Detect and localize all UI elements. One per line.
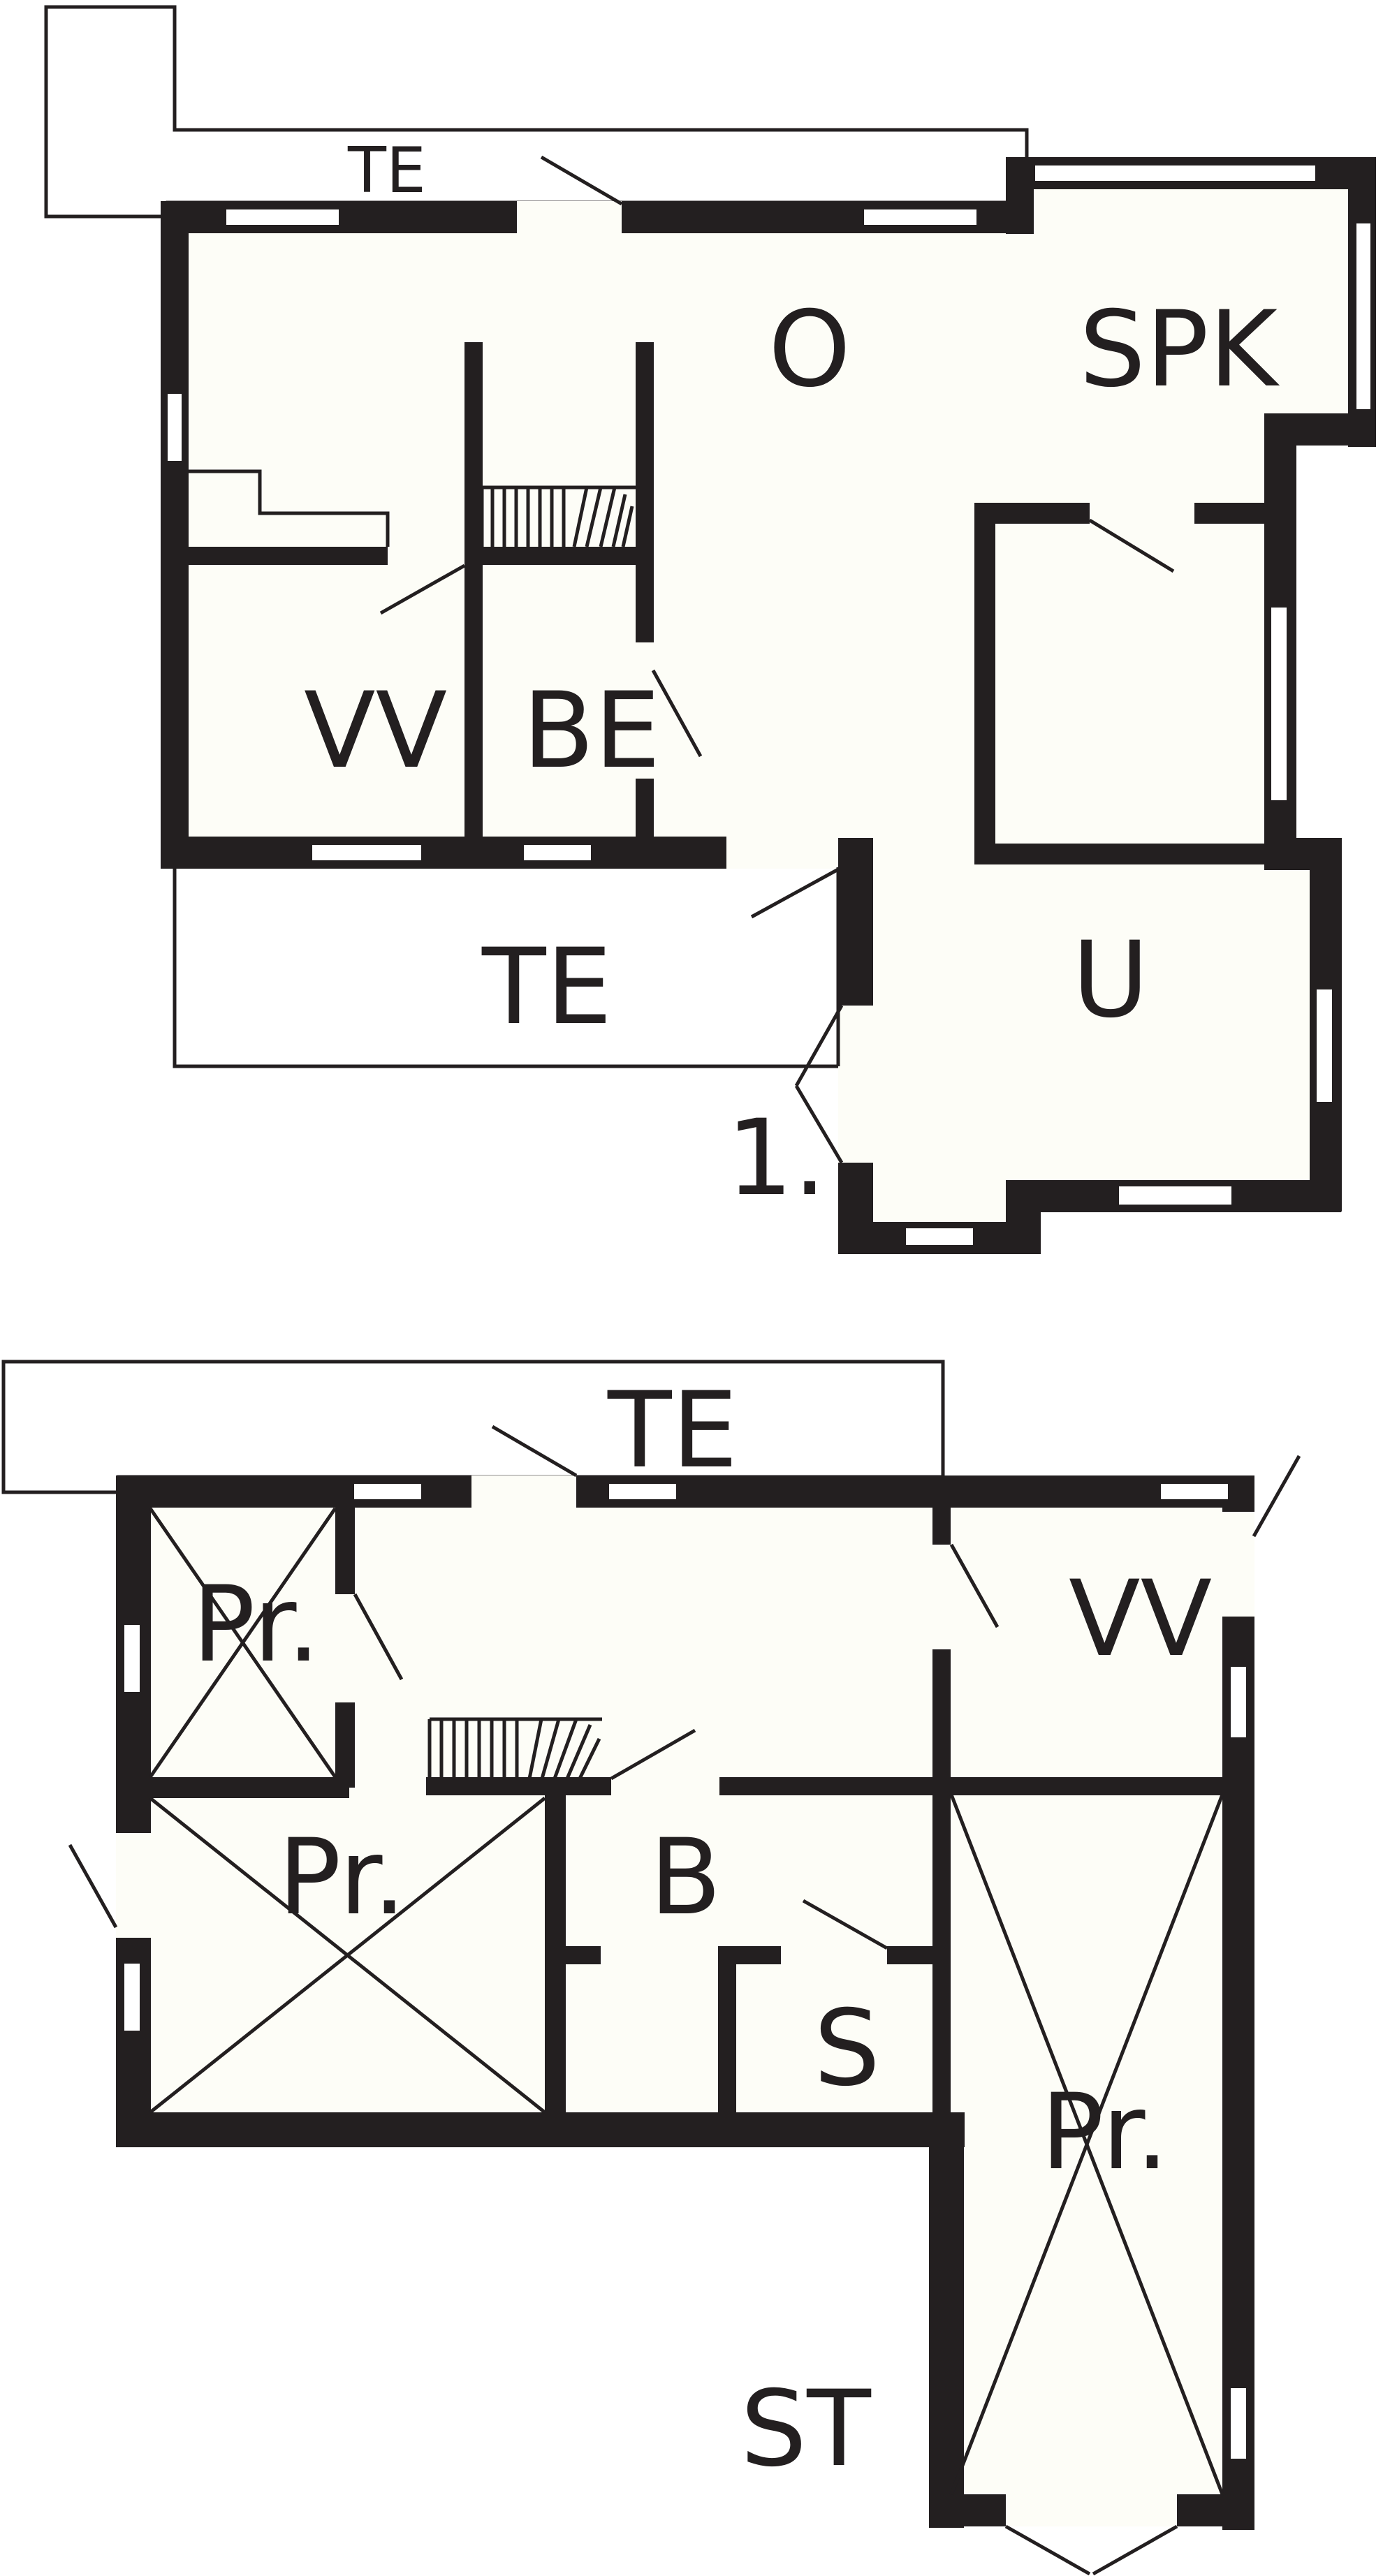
floor-number-label: 1.: [726, 1098, 826, 1219]
window: [122, 1961, 142, 2033]
room-label-bath: B: [650, 1817, 722, 1938]
room-label-toilet: VV: [304, 670, 447, 792]
staircase-2: [427, 1717, 602, 1780]
room-label-storage-st: ST: [740, 2369, 872, 2490]
room-label-storage-small: Pr.: [192, 1564, 320, 1686]
door-gap: [471, 1475, 576, 1508]
wall: [929, 2112, 964, 2528]
room-label-sauna: S: [814, 1988, 880, 2110]
door-swing: [1252, 1455, 1301, 1538]
room-label-terrace: TE: [607, 1370, 738, 1492]
wall: [718, 1946, 736, 2121]
door-swing: [1092, 2524, 1178, 2576]
wall: [464, 342, 483, 866]
storage-cross: [149, 1797, 546, 2114]
window: [861, 207, 979, 228]
room-label-utility: U: [1072, 920, 1149, 1041]
door-gap: [611, 1777, 719, 1795]
storage-cross: [148, 1507, 337, 1779]
door-gap: [1006, 2494, 1177, 2526]
wall: [161, 201, 189, 868]
floor-2: TE Pr. Pr. VV B S Pr. ST: [1, 1360, 1301, 2576]
window: [1116, 1184, 1234, 1207]
room-label-bath: BE: [522, 670, 661, 792]
wall: [974, 844, 1275, 864]
door-gap: [636, 642, 654, 779]
floor-1-interior: [161, 185, 1369, 1243]
floor-1: TE O SPK VV BE TE U 1.: [44, 5, 1376, 1254]
window: [351, 1481, 424, 1502]
wall: [636, 342, 654, 642]
storage-cross: [949, 1794, 1224, 2495]
door-swing: [610, 1728, 696, 1781]
door-gap: [517, 201, 622, 233]
wall: [718, 1946, 781, 1964]
door-gap: [838, 1006, 873, 1163]
door-swing: [750, 867, 840, 919]
room-label-terrace-top: TE: [347, 134, 426, 207]
window: [1228, 1664, 1249, 1740]
door-swing: [651, 669, 703, 758]
door-gap: [726, 837, 838, 869]
window: [224, 207, 342, 228]
window: [1314, 987, 1335, 1105]
floor-2-interior: [119, 1477, 1254, 2526]
wall: [161, 837, 726, 869]
door-gap: [1090, 503, 1194, 524]
door-swing: [802, 1899, 888, 1950]
window: [1228, 2385, 1249, 2461]
window: [521, 842, 594, 863]
door-gap: [932, 1545, 951, 1649]
window: [1268, 605, 1289, 803]
wall: [545, 1946, 601, 1964]
window: [1354, 221, 1373, 412]
room-label-living: O: [768, 289, 851, 411]
door-swing: [794, 1004, 844, 1087]
door-swing: [540, 155, 623, 206]
wall: [116, 1475, 1254, 1508]
door-swing: [949, 1543, 1000, 1628]
room-label-terrace-bottom: TE: [481, 927, 612, 1048]
door-gap: [1222, 1512, 1254, 1617]
door-swing: [794, 1084, 844, 1164]
room-label-dining-kitchen: SPK: [1079, 289, 1280, 411]
window: [1158, 1481, 1231, 1502]
wall: [974, 503, 995, 862]
room-label-toilet: VV: [1069, 1559, 1212, 1680]
door-swing: [491, 1425, 578, 1478]
wall: [116, 1475, 151, 2146]
window: [1032, 163, 1318, 184]
terrace-bottom-area: [173, 868, 838, 1068]
step-outline: [189, 469, 390, 548]
window: [122, 1622, 142, 1695]
door-gap: [388, 547, 464, 565]
door-swing: [353, 1593, 404, 1681]
door-swing: [68, 1843, 118, 1929]
window: [606, 1481, 679, 1502]
terrace-top-area: [44, 5, 1029, 219]
window: [165, 391, 184, 464]
room-label-storage-right: Pr.: [1041, 2072, 1169, 2193]
door-swing: [1088, 518, 1175, 573]
staircase-1: [480, 485, 636, 547]
door-gap: [116, 1833, 151, 1938]
wall: [116, 2112, 965, 2147]
window: [903, 1226, 976, 1248]
door-swing: [379, 564, 466, 615]
door-gap: [781, 1946, 887, 1964]
wall: [140, 1777, 349, 1798]
terrace-area: [1, 1360, 945, 1494]
room-label-storage-left: Pr.: [278, 1817, 406, 1938]
door-gap: [335, 1594, 355, 1702]
window: [309, 842, 424, 863]
wall: [636, 779, 654, 866]
wall: [1222, 1475, 1254, 2530]
door-swing: [1004, 2524, 1091, 2576]
